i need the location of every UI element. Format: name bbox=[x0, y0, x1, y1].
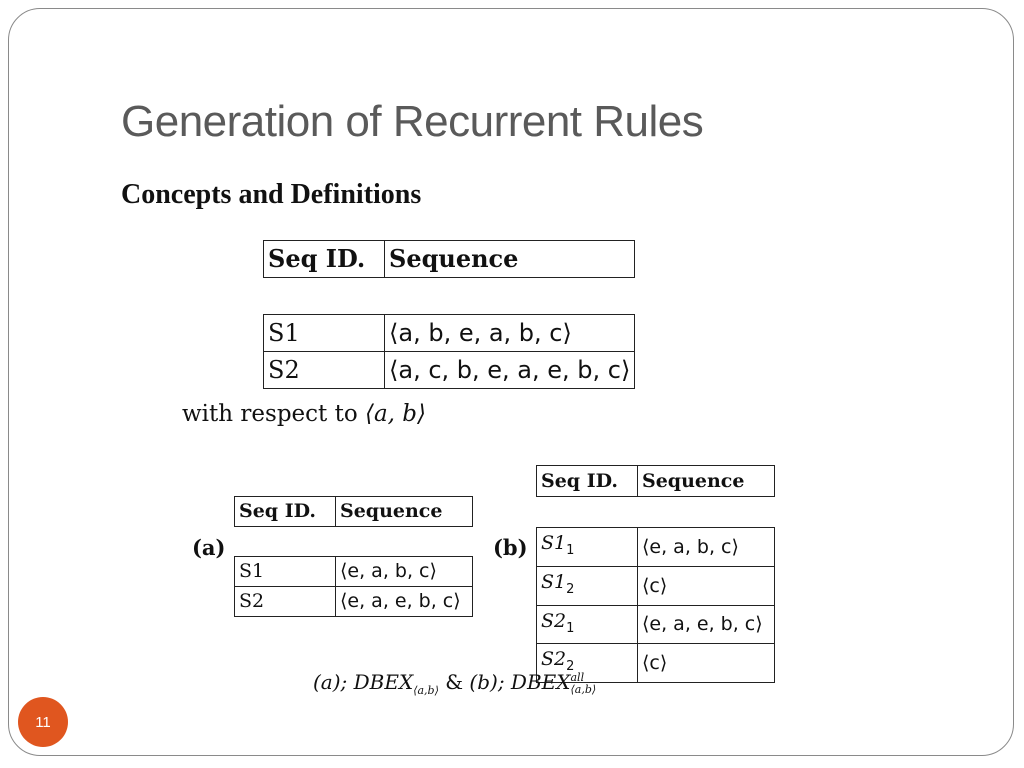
sequence-cell: ⟨e, a, b, c⟩ bbox=[335, 556, 473, 587]
table-row: S12 ⟨c⟩ bbox=[536, 565, 775, 606]
table-header-row: Seq ID. Sequence bbox=[263, 240, 636, 278]
respect-statement: with respect to ⟨a, b⟩ bbox=[182, 401, 426, 427]
header-sequence: Sequence bbox=[335, 496, 473, 527]
table-row: S2 ⟨a, c, b, e, a, e, b, c⟩ bbox=[263, 351, 636, 389]
sequence-cell: ⟨c⟩ bbox=[637, 565, 775, 606]
seq-id-cell: S12 bbox=[536, 565, 638, 606]
label-a: (a) bbox=[192, 535, 226, 560]
sequence-cell: ⟨e, a, e, b, c⟩ bbox=[335, 586, 473, 617]
seq-id-cell: S21 bbox=[536, 604, 638, 645]
caption-sub-a: ⟨a,b⟩ bbox=[413, 684, 439, 697]
table-row: S2 ⟨e, a, e, b, c⟩ bbox=[234, 586, 473, 617]
sequence-cell: ⟨a, c, b, e, a, e, b, c⟩ bbox=[383, 351, 636, 389]
caption-part-b: (b); DBEX bbox=[469, 670, 571, 694]
page-number: 11 bbox=[35, 713, 51, 731]
table-row: S1 ⟨e, a, b, c⟩ bbox=[234, 556, 473, 587]
header-seq-id: Seq ID. bbox=[263, 240, 385, 278]
caption-sub-b: ⟨a,b⟩ bbox=[570, 682, 597, 696]
table-row: S21 ⟨e, a, e, b, c⟩ bbox=[536, 604, 775, 645]
table-header-row: Seq ID. Sequence bbox=[536, 465, 775, 497]
seq-id-cell: S11 bbox=[536, 527, 638, 567]
header-seq-id: Seq ID. bbox=[536, 465, 638, 497]
header-seq-id: Seq ID. bbox=[234, 496, 336, 527]
slide-subtitle: Concepts and Definitions bbox=[121, 179, 422, 210]
seq-id-cell: S1 bbox=[234, 556, 336, 587]
projected-table-a: Seq ID. Sequence S1 ⟨e, a, b, c⟩ S2 ⟨e, … bbox=[234, 496, 473, 617]
seq-id-cell: S1 bbox=[263, 314, 385, 352]
page-number-badge: 11 bbox=[18, 697, 68, 747]
sequence-cell: ⟨c⟩ bbox=[637, 643, 775, 684]
seq-id-cell: S2 bbox=[263, 351, 385, 389]
table-row: S1 ⟨a, b, e, a, b, c⟩ bbox=[263, 314, 636, 352]
caption-part-a: (a); DBEX bbox=[313, 670, 414, 694]
seq-id-cell: S22 bbox=[536, 643, 638, 684]
sequence-cell: ⟨e, a, b, c⟩ bbox=[637, 527, 775, 567]
caption-sup-b: all bbox=[570, 670, 585, 684]
header-sequence: Sequence bbox=[383, 240, 636, 278]
sequence-database-table: Seq ID. Sequence S1 ⟨a, b, e, a, b, c⟩ S… bbox=[263, 240, 636, 389]
caption-amp: & bbox=[445, 670, 464, 694]
slide-title: Generation of Recurrent Rules bbox=[121, 97, 704, 146]
table-header-row: Seq ID. Sequence bbox=[234, 496, 473, 527]
sequence-cell: ⟨e, a, e, b, c⟩ bbox=[637, 604, 775, 645]
sequence-cell: ⟨a, b, e, a, b, c⟩ bbox=[383, 314, 636, 352]
table-row: S22 ⟨c⟩ bbox=[536, 643, 775, 684]
header-sequence: Sequence bbox=[637, 465, 775, 497]
respect-pattern: ⟨a, b⟩ bbox=[365, 401, 427, 427]
respect-text: with respect to bbox=[182, 401, 358, 427]
table-row: S11 ⟨e, a, b, c⟩ bbox=[536, 527, 775, 567]
seq-id-cell: S2 bbox=[234, 586, 336, 617]
label-b: (b) bbox=[493, 535, 528, 560]
projected-table-b: Seq ID. Sequence S11 ⟨e, a, b, c⟩ S12 ⟨c… bbox=[536, 465, 775, 684]
